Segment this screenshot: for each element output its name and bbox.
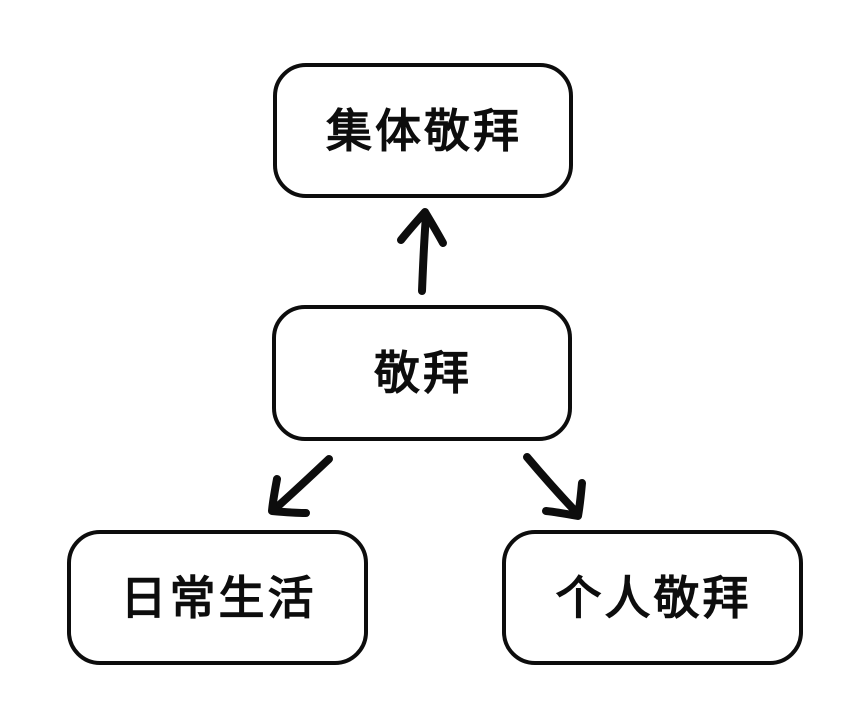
arrow-down-left-shaft [273,455,333,511]
arrow-down-right-shaft [523,453,580,516]
arrow-down-left-head [268,475,310,517]
arrow-down-left-icon [268,455,333,517]
node-label: 个人敬拜 [555,570,752,625]
node-label: 集体敬拜 [326,103,522,158]
arrow-down-right-icon [523,453,586,520]
node-collective-worship: 集体敬拜 [273,63,573,198]
arrow-up-shaft [418,212,430,295]
arrow-up-head [397,208,447,247]
node-label: 敬拜 [374,346,472,400]
node-label: 日常生活 [120,570,317,625]
node-worship: 敬拜 [272,305,572,441]
arrow-down-right-head [542,479,586,520]
node-personal-worship: 个人敬拜 [502,530,803,665]
arrow-up-icon [397,208,447,295]
node-daily-life: 日常生活 [67,530,368,665]
